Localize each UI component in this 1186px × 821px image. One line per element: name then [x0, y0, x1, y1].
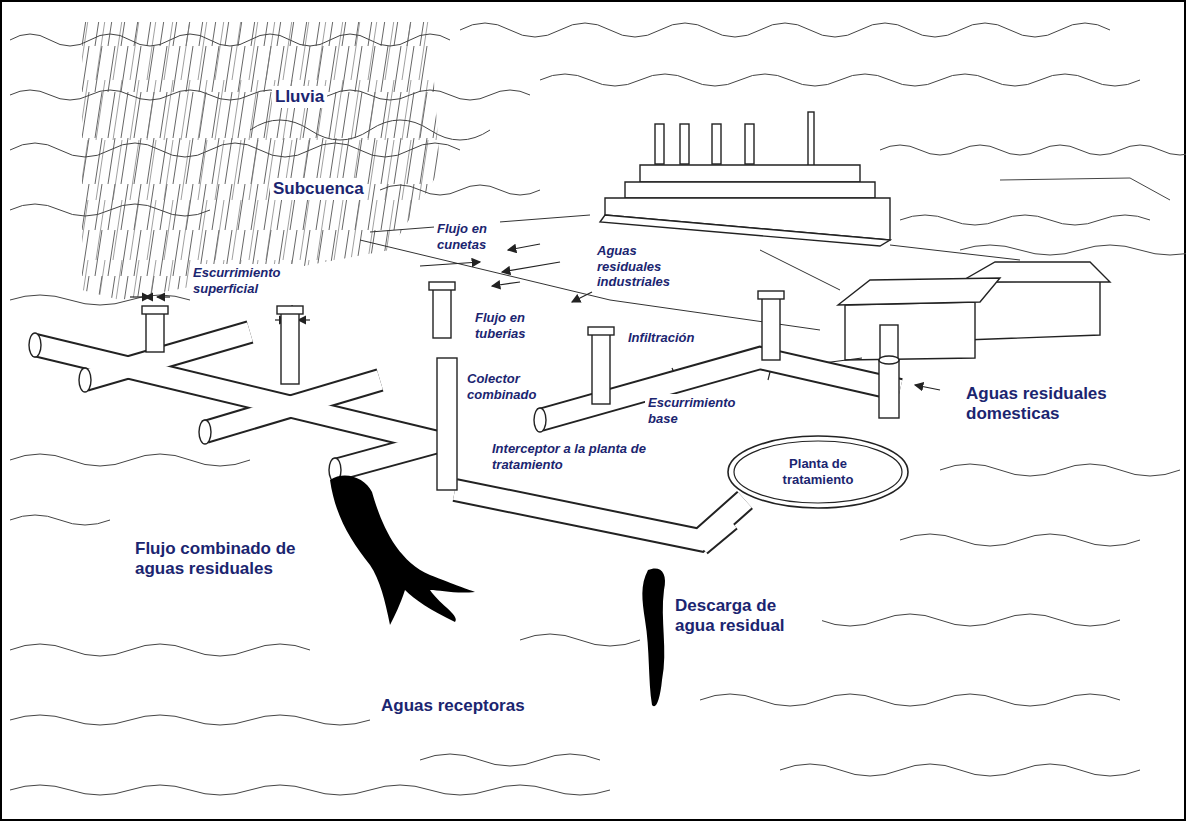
callout-label: Interceptor a la planta de tratamiento: [489, 440, 661, 473]
callout-label: Flujo en cunetas: [434, 220, 500, 253]
callout-label: Aguas residuales domesticas: [963, 383, 1143, 426]
callout-label: Lluvia: [272, 86, 327, 108]
callout-label: Descarga de agua residual: [672, 595, 822, 638]
callout-label: Subcuenca: [270, 178, 367, 200]
callout-label: Infiltración: [625, 329, 697, 347]
callout-label: Flujo en tuberias: [472, 309, 540, 342]
treatment-plant: Planta de tratamiento: [726, 434, 910, 510]
callout-label: Flujo combinado de aguas residuales: [132, 538, 337, 581]
callout-label: Colector combinado: [464, 370, 546, 403]
node-text: Planta de tratamiento: [758, 456, 878, 487]
callout-label: Aguas receptoras: [378, 695, 528, 717]
callout-label: Escurrimiento base: [645, 394, 749, 427]
callout-label: Aguas residuales industriales: [594, 242, 682, 291]
callout-label: Escurrimiento superficial: [190, 264, 294, 297]
